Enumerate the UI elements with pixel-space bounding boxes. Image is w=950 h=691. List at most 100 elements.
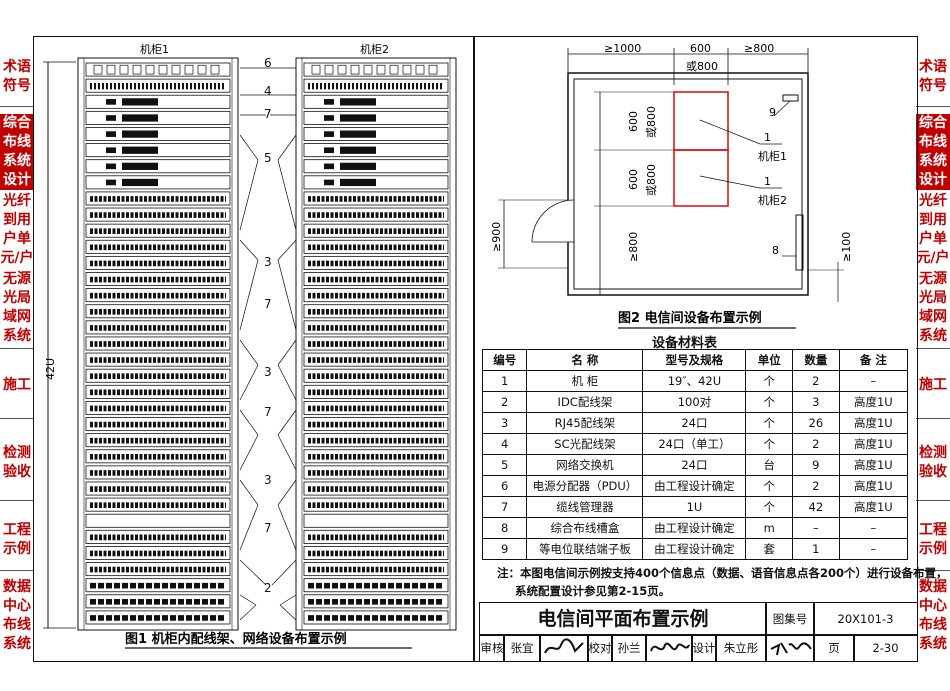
blank-unit — [85, 513, 231, 528]
switch-port-block — [324, 163, 334, 170]
designer-signature — [765, 634, 815, 662]
callout-number: 7 — [264, 297, 272, 311]
rj45-unit — [85, 465, 231, 480]
switch-unit — [85, 143, 231, 158]
dim-top-right: ≥800 — [744, 42, 774, 55]
page-number: 2-30 — [853, 634, 918, 662]
switch-unit — [85, 159, 231, 174]
label-1b: 1 — [764, 175, 771, 188]
table-cell: 24口 — [642, 412, 747, 434]
right-tab-design[interactable]: 综合布线系统设计 — [916, 114, 950, 190]
left-tab-inspection[interactable]: 检测验收 — [3, 445, 31, 480]
col-no: 编号 — [481, 349, 528, 371]
cable-line — [239, 409, 259, 436]
right-tab-divider — [916, 418, 950, 419]
cabinet2-label: 机柜2 — [360, 42, 389, 56]
idc-unit — [303, 578, 449, 593]
pdu-outlet — [337, 64, 347, 75]
pdu-outlet — [350, 64, 360, 75]
cable-line — [239, 134, 259, 161]
switch-unit — [303, 127, 449, 141]
rj45-unit — [85, 529, 231, 544]
rj45-unit — [303, 465, 449, 480]
left-tab-terms[interactable]: 术语符号 — [3, 59, 31, 94]
right-tab-inspection[interactable]: 检测验收 — [919, 445, 947, 480]
right-tab-fiber[interactable]: 光纤到用户单元/户 — [916, 193, 950, 266]
label-8: 8 — [772, 244, 779, 257]
design-label: 设计 — [691, 634, 717, 662]
dim-left-2b: 或800 — [645, 164, 658, 196]
table-cell: 个 — [745, 412, 794, 434]
page-label: 页 — [813, 634, 855, 662]
callout-number: 7 — [264, 521, 272, 535]
switch-port-block — [340, 146, 376, 154]
switch-unit — [303, 143, 449, 158]
switch-port-block — [324, 147, 334, 154]
note-line1: 注：本图电信间示例按支持400个信息点（数据、语音信息点各200个）进行设备布置… — [497, 566, 948, 580]
table-cell: 42 — [792, 496, 840, 518]
right-tab-examples[interactable]: 工程示例 — [919, 522, 947, 557]
left-tab-construction[interactable]: 施工 — [3, 377, 31, 393]
table-cell: 个 — [745, 496, 794, 518]
rj45-unit — [303, 255, 449, 270]
idc-unit — [85, 594, 231, 609]
idc-unit — [85, 578, 231, 593]
right-tab-pon[interactable]: 无源光局域网系统 — [919, 271, 947, 344]
fiber-unit — [85, 78, 231, 93]
table-cell: IDC配线架 — [526, 391, 644, 413]
callout-number: 3 — [264, 365, 272, 379]
left-tab-design[interactable]: 综合布线系统设计 — [0, 114, 34, 190]
door-opening — [564, 200, 578, 242]
cable-line — [239, 364, 259, 401]
table-cell: 由工程设计确定 — [642, 475, 747, 497]
switch-port-block — [106, 163, 116, 170]
table-cell: 等电位联结端子板 — [526, 538, 644, 560]
left-tab-datacenter[interactable]: 数据中心布线系统 — [3, 579, 31, 652]
table-cell: – — [838, 538, 909, 560]
rj45-unit — [85, 400, 231, 415]
rj45-unit — [303, 272, 449, 287]
cable-line — [279, 594, 297, 606]
table-cell: 9 — [792, 454, 840, 476]
right-tab-terms[interactable]: 术语符号 — [919, 59, 947, 94]
right-tab-construction[interactable]: 施工 — [919, 377, 947, 393]
switch-port-block — [340, 162, 376, 170]
door-swing-arc — [531, 199, 575, 243]
pdu-outlet — [145, 64, 155, 75]
cable-line — [239, 434, 259, 471]
switch-unit — [303, 94, 449, 109]
rj45-unit — [303, 384, 449, 399]
pdu-outlet — [119, 64, 129, 75]
dim-left-2: 600 — [627, 169, 640, 190]
table-cell: 高度1U — [838, 391, 909, 413]
cable-line — [277, 239, 297, 261]
right-tab-datacenter[interactable]: 数据中心布线系统 — [919, 579, 947, 652]
rj45-unit — [303, 191, 449, 206]
cab1-text: 机柜1 — [758, 149, 787, 163]
rj45-unit — [303, 336, 449, 351]
rj45-unit — [303, 320, 449, 335]
table-cell: – — [838, 370, 909, 392]
dim-top-mid2: 或800 — [686, 60, 718, 73]
table-cell: 5 — [481, 454, 528, 476]
cable-line — [279, 604, 297, 621]
table-cell: 1 — [792, 538, 840, 560]
pdu-outlet — [158, 64, 168, 75]
cabinet1-label: 机柜1 — [140, 42, 169, 56]
rj45-unit — [303, 546, 449, 560]
switch-port-block — [122, 146, 158, 154]
pdu-outlet — [184, 64, 194, 75]
table-cell: 8 — [481, 517, 528, 539]
pdu-outlet — [324, 64, 334, 75]
switch-port-block — [324, 115, 334, 121]
left-tab-examples[interactable]: 工程示例 — [3, 522, 31, 557]
left-tab-pon[interactable]: 无源光局域网系统 — [3, 271, 31, 344]
cabinet-frame — [295, 57, 457, 631]
left-tab-fiber[interactable]: 光纤到用户单元/户 — [0, 193, 34, 266]
table-cell: 1U — [642, 496, 747, 518]
cable-line — [239, 604, 257, 621]
cabinet2-footprint — [673, 149, 729, 207]
table-header-row: 编号 名 称 型号及规格 单位 数量 备 注 — [481, 349, 909, 371]
